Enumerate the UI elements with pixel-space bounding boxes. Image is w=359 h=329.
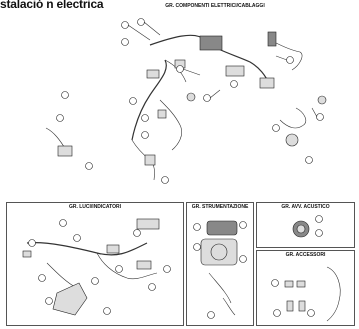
componenti-panel-label: GR. COMPONENTI ELETTRICI/CABLAGGI [165, 3, 265, 9]
strumentazione-panel: GR. STRUMENTAZIONE [186, 202, 254, 326]
accessori-panel: GR. ACCESSORI [256, 250, 355, 326]
accessori-diagram [271, 266, 341, 322]
acustico-diagram [292, 215, 323, 238]
acustico-panel: GR. AVV. ACUSTICO [256, 202, 355, 248]
ecu-component [199, 35, 223, 51]
strumentazione-panel-label: GR. STRUMENTAZIONE [191, 204, 249, 210]
acustico-panel-label: GR. AVV. ACUSTICO [281, 204, 330, 210]
strumentazione-diagram [193, 220, 247, 319]
luci-panel-label: GR. LUCI/INDICATORI [68, 204, 122, 210]
accessori-panel-label: GR. ACCESSORI [285, 252, 326, 258]
luci-diagram [22, 218, 171, 316]
componenti-callouts [56, 18, 324, 184]
page-title: stalació n electrica [0, 0, 104, 11]
componenti-diagram [45, 18, 327, 184]
luci-panel: GR. LUCI/INDICATORI [6, 202, 184, 326]
